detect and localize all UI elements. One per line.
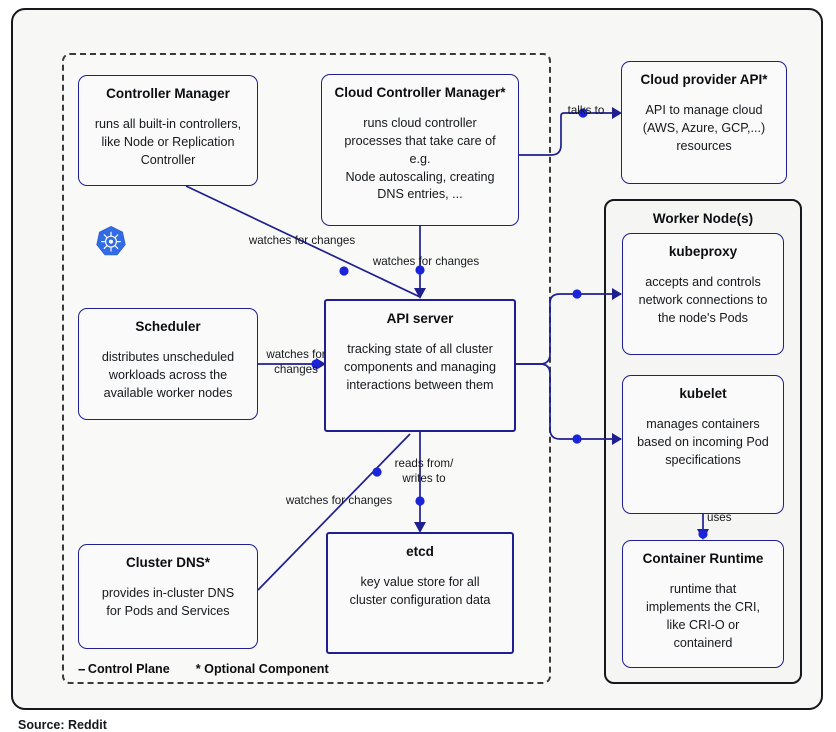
node-description: manages containers based on incoming Pod… — [637, 416, 769, 467]
node-container-runtime[interactable]: Container Runtime runtime that implement… — [622, 540, 784, 668]
node-title: kubelet — [679, 386, 727, 401]
node-title: Controller Manager — [106, 86, 230, 101]
node-description: distributes unscheduled workloads across… — [101, 349, 235, 400]
edge-label-controller-manager-to-api: watches for changes — [248, 234, 356, 247]
node-etcd[interactable]: etcd key value store for all cluster con… — [326, 532, 514, 654]
node-controller-manager[interactable]: Controller Manager runs all built-in con… — [78, 75, 258, 186]
node-description: runs cloud controller processes that tak… — [344, 115, 496, 202]
edge-label-cluster-dns-to-api: watches for changes — [285, 494, 393, 507]
edge-label-cloud-controller-to-api: watches for changes — [372, 255, 480, 268]
node-api-server[interactable]: API server tracking state of all cluster… — [324, 299, 516, 432]
node-cluster-dns[interactable]: Cluster DNS* provides in-cluster DNS for… — [78, 544, 258, 649]
node-title: kubeproxy — [668, 244, 738, 259]
legend-dash-mark: -- — [78, 662, 85, 676]
node-cloud-controller-manager[interactable]: Cloud Controller Manager* runs cloud con… — [321, 74, 519, 226]
legend-asterisk-mark: * — [195, 662, 201, 676]
edge-label-cloud-controller-to-cloud-api: talks to — [567, 104, 605, 117]
node-kubelet[interactable]: kubelet manages containers based on inco… — [622, 375, 784, 514]
node-title: Cloud provider API* — [640, 72, 768, 87]
node-title: Cluster DNS* — [125, 555, 211, 570]
worker-node-title: Worker Node(s) — [652, 211, 754, 226]
node-scheduler[interactable]: Scheduler distributes unscheduled worklo… — [78, 308, 258, 420]
legend-control-plane: -- Control Plane — [78, 662, 170, 676]
legend: -- Control Plane * Optional Component — [78, 662, 329, 676]
node-title: Container Runtime — [642, 551, 764, 566]
source-caption: Source: Reddit — [18, 718, 107, 732]
node-title: API server — [386, 311, 454, 326]
node-description: tracking state of all cluster components… — [344, 341, 496, 392]
node-description: accepts and controls network connections… — [638, 274, 768, 325]
node-cloud-provider-api[interactable]: Cloud provider API* API to manage cloud … — [621, 61, 787, 184]
node-description: API to manage cloud (AWS, Azure, GCP,...… — [642, 102, 766, 153]
node-title: Scheduler — [135, 319, 201, 334]
edge-label-kubelet-to-runtime: uses — [707, 511, 732, 524]
legend-optional-component: * Optional Component — [196, 662, 329, 676]
kubernetes-logo — [94, 225, 128, 259]
node-title: etcd — [406, 544, 434, 559]
node-description: runs all built-in controllers, like Node… — [94, 116, 242, 167]
node-kubeproxy[interactable]: kubeproxy accepts and controls network c… — [622, 233, 784, 355]
edge-label-scheduler-to-api: watches for changes — [266, 348, 326, 377]
legend-optional-label: Optional Component — [204, 662, 329, 676]
node-description: key value store for all cluster configur… — [349, 574, 491, 607]
node-description: runtime that implements the CRI, like CR… — [645, 581, 761, 650]
legend-control-plane-label: Control Plane — [87, 662, 170, 676]
node-description: provides in-cluster DNS for Pods and Ser… — [101, 585, 235, 618]
node-title: Cloud Controller Manager* — [334, 85, 506, 100]
edge-label-api-to-etcd: reads from/ writes to — [394, 457, 454, 486]
